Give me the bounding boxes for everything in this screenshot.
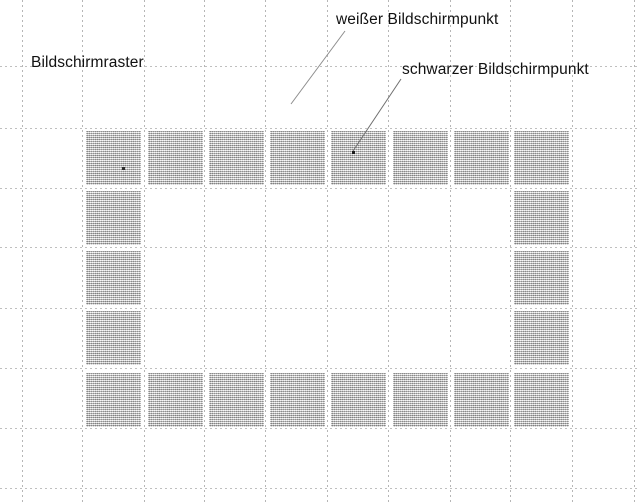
bildschirmpunkt-r1-c6 bbox=[393, 131, 448, 185]
bildschirmpunkt-r2-c2 bbox=[514, 191, 569, 245]
bildschirmpunkt-r5-c4 bbox=[270, 373, 325, 427]
bildschirmpunkt-r4-c1 bbox=[86, 311, 141, 365]
bildschirmpunkt-r1-c3 bbox=[209, 131, 264, 185]
bildschirmpunkt-r3-c2 bbox=[514, 251, 569, 305]
bildschirmpunkt-r1-c1 bbox=[86, 131, 141, 185]
bildschirmpunkt-r5-c6 bbox=[393, 373, 448, 427]
schwarzer-bildschirmpunkt-marker bbox=[352, 151, 355, 154]
bildschirmpunkt-r5-c7 bbox=[454, 373, 509, 427]
bildschirmpunkt-r1-c7 bbox=[454, 131, 509, 185]
bildschirmpunkt-r4-c2 bbox=[514, 311, 569, 365]
label-bildschirmraster: Bildschirmraster bbox=[31, 54, 144, 71]
bildschirmpunkt-r5-c5 bbox=[331, 373, 386, 427]
bildschirmpunkt-r1-c2 bbox=[148, 131, 203, 185]
bildschirmpunkt-r1-c5 bbox=[331, 131, 386, 185]
bildschirmpunkt-r1-c8 bbox=[514, 131, 569, 185]
bildschirmpunkt-r1-c4 bbox=[270, 131, 325, 185]
bildschirmpunkt-r2-c1 bbox=[86, 191, 141, 245]
bildschirmpunkt-r5-c2 bbox=[148, 373, 203, 427]
label-weisser-bildschirmpunkt: weißer Bildschirmpunkt bbox=[336, 11, 499, 28]
label-schwarzer-bildschirmpunkt: schwarzer Bildschirmpunkt bbox=[402, 61, 589, 78]
bildschirmpunkt-r5-c1 bbox=[86, 373, 141, 427]
bildschirmpunkt-r5-c3 bbox=[209, 373, 264, 427]
weisser-bildschirmpunkt-marker bbox=[122, 167, 125, 170]
bildschirmpunkt-r5-c8 bbox=[514, 373, 569, 427]
bildschirmpunkt-r3-c1 bbox=[86, 251, 141, 305]
